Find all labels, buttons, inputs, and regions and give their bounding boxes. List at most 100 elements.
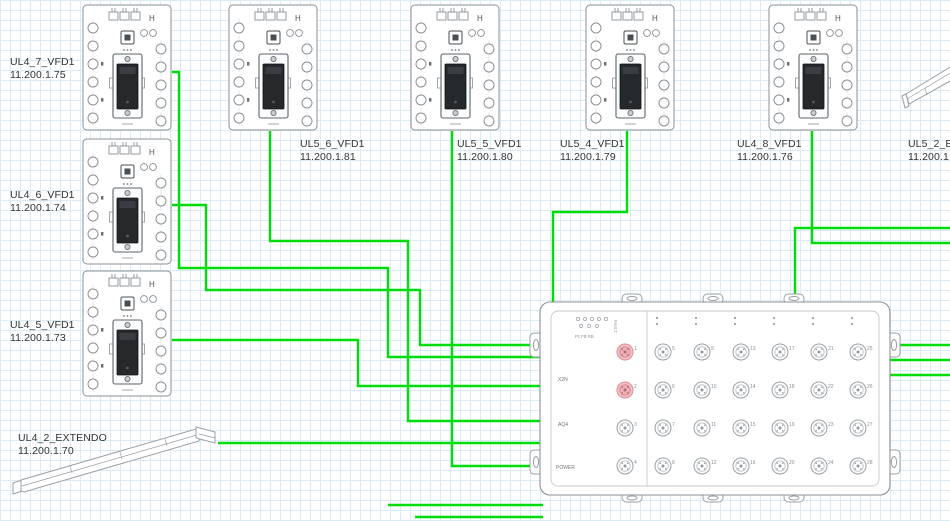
switch-port-1: 1 <box>616 343 637 361</box>
switch-body <box>539 301 891 496</box>
wire[interactable] <box>450 131 543 468</box>
device-name: UL5_6_VFD1 <box>300 138 365 150</box>
device-ip: 11.200.1.79 <box>560 151 616 163</box>
device-label: UL4_8_VFD1 11.200.1.76 <box>737 138 802 164</box>
device-label: UL4_6_VFD1 11.200.1.74 <box>10 189 75 215</box>
switch-aq4-label: AQ4 <box>558 422 568 428</box>
device-ul4_5-vfd1[interactable] <box>82 270 172 397</box>
device-name: UL5_2_EX <box>908 138 950 150</box>
device-name: UL4_2_EXTENDO <box>18 432 107 444</box>
switch-port-12: 12 <box>693 457 717 475</box>
wire[interactable] <box>793 226 950 302</box>
device-name: UL4_6_VFD1 <box>10 189 75 201</box>
svg-text:7: 7 <box>672 422 675 428</box>
device-ul5_6-vfd1[interactable] <box>228 4 318 131</box>
wire[interactable] <box>810 131 950 245</box>
switch-port-6: 6 <box>654 381 675 399</box>
svg-text:5: 5 <box>672 346 675 352</box>
switch-port-18: 18 <box>771 381 795 399</box>
svg-text:12: 12 <box>711 460 717 466</box>
device-label: UL4_2_EXTENDO 11.200.1.70 <box>18 432 107 458</box>
switch-port-3: 3 <box>616 419 637 437</box>
switch-port-15: 15 <box>732 419 756 437</box>
switch-port-25: 25 <box>849 343 873 361</box>
svg-text:19: 19 <box>789 422 795 428</box>
wire[interactable] <box>268 131 543 423</box>
switch-port-7: 7 <box>654 419 675 437</box>
svg-text:15: 15 <box>750 422 756 428</box>
device-name: UL4_8_VFD1 <box>737 138 802 150</box>
device-name: UL4_7_VFD1 <box>10 56 75 68</box>
device-label: UL4_7_VFD1 11.200.1.75 <box>10 56 75 82</box>
wire[interactable] <box>172 203 543 347</box>
wire[interactable] <box>172 338 543 388</box>
svg-text:3: 3 <box>634 422 637 428</box>
switch-port-4: 4 <box>616 457 637 475</box>
svg-text:24: 24 <box>828 460 834 466</box>
switch-port-5: 5 <box>654 343 675 361</box>
switch-led-labels: P1 FB RB <box>575 334 594 339</box>
svg-text:27: 27 <box>867 422 873 428</box>
switch-port-9: 9 <box>693 343 714 361</box>
svg-text:10: 10 <box>711 384 717 390</box>
device-label: UL5_4_VFD1 11.200.1.79 <box>560 138 625 164</box>
svg-text:18: 18 <box>789 384 795 390</box>
switch-port-21: 21 <box>810 343 834 361</box>
device-name: UL5_5_VFD1 <box>457 138 522 150</box>
switch-port-2: 2 <box>616 381 637 399</box>
svg-text:26: 26 <box>867 384 873 390</box>
switch-power-label: POWER <box>556 465 575 471</box>
switch-port-grid: 1234567891011121314151617181920212223242… <box>616 316 873 475</box>
wire-layer <box>172 70 950 519</box>
device-name: UL4_5_VFD1 <box>10 319 75 331</box>
device-ip: 11.200.1.75 <box>10 69 66 81</box>
svg-text:11: 11 <box>711 422 716 428</box>
switch-port-23: 23 <box>810 419 834 437</box>
svg-text:2: 2 <box>634 384 637 390</box>
device-ip: 11.200.1.80 <box>457 151 513 163</box>
switch-inner-frame <box>550 310 880 487</box>
wire[interactable] <box>551 131 629 302</box>
ethernet-switch[interactable]: P1 FB RB FAULT X2N AQ4 POWER 12345678910… <box>529 293 901 503</box>
svg-text:16: 16 <box>750 460 756 466</box>
device-ul4_2-extendo[interactable] <box>12 426 216 495</box>
device-label: UL5_6_VFD1 11.200.1.81 <box>300 138 365 164</box>
device-ul4_8-vfd1[interactable] <box>768 4 858 131</box>
svg-text:14: 14 <box>750 384 756 390</box>
svg-text:17: 17 <box>789 346 795 352</box>
device-label: UL5_5_VFD1 11.200.1.80 <box>457 138 522 164</box>
svg-text:9: 9 <box>711 346 714 352</box>
device-ip: 11.200.1.74 <box>10 202 66 214</box>
device-name: UL5_4_VFD1 <box>560 138 625 150</box>
switch-port-13: 13 <box>732 343 756 361</box>
svg-text:1: 1 <box>634 346 637 352</box>
wire[interactable] <box>172 70 543 359</box>
svg-text:8: 8 <box>672 460 675 466</box>
svg-text:6: 6 <box>672 384 675 390</box>
device-ul4_6-vfd1[interactable] <box>82 138 172 265</box>
switch-port-11: 11 <box>693 419 716 437</box>
switch-port-17: 17 <box>771 343 795 361</box>
device-ul5_5-vfd1[interactable] <box>410 4 500 131</box>
switch-port-22: 22 <box>810 381 834 399</box>
device-ul4_7-vfd1[interactable] <box>82 4 172 131</box>
switch-port-28: 28 <box>849 457 873 475</box>
device-ip: 11.200.1.76 <box>737 151 793 163</box>
device-label: UL5_2_EX 11.200.1. <box>908 138 950 164</box>
svg-text:20: 20 <box>789 460 795 466</box>
switch-port-14: 14 <box>732 381 756 399</box>
switch-port-26: 26 <box>849 381 873 399</box>
switch-port-10: 10 <box>693 381 717 399</box>
switch-port-20: 20 <box>771 457 795 475</box>
switch-port-8: 8 <box>654 457 675 475</box>
switch-port-27: 27 <box>849 419 873 437</box>
device-ul5_2-extendo[interactable] <box>901 66 950 109</box>
switch-port-19: 19 <box>771 419 795 437</box>
svg-text:28: 28 <box>867 460 873 466</box>
device-ul5_4-vfd1[interactable] <box>585 4 675 131</box>
switch-fault-label: FAULT <box>613 320 618 333</box>
svg-text:21: 21 <box>828 346 834 352</box>
switch-x2n-label: X2N <box>558 377 568 383</box>
